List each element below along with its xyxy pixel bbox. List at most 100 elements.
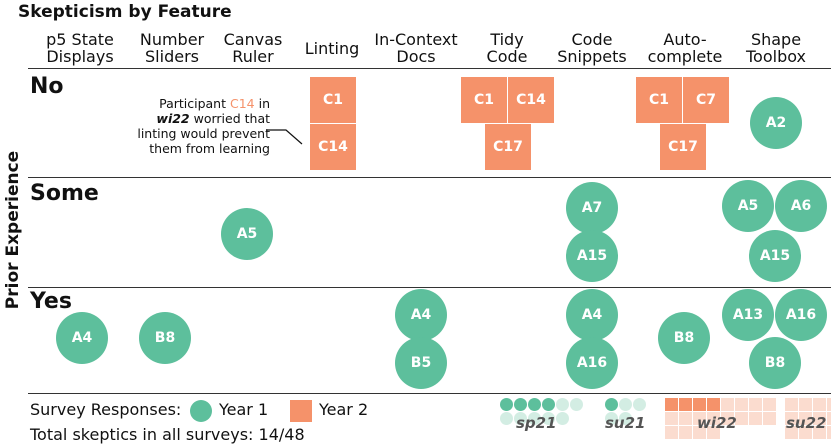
column-header-linting: Linting: [304, 39, 360, 58]
participant-circle: B8: [749, 337, 801, 389]
annotation-note: Participant C14 in wi22 worried that lin…: [137, 96, 270, 156]
survey-response-square: [679, 398, 692, 411]
participant-circle: A13: [722, 289, 774, 341]
survey-response-square: [827, 426, 831, 439]
survey-response-dot: [605, 412, 618, 425]
survey-response-square: [827, 398, 831, 411]
survey-response-dot: [556, 398, 569, 411]
participant-square: C7: [683, 77, 729, 123]
participant-circle: A6: [775, 180, 827, 232]
legend-year2-label: Year 2: [319, 400, 369, 419]
participant-circle: B8: [139, 312, 191, 364]
survey-response-dot: [514, 412, 527, 425]
participant-square: C1: [461, 77, 507, 123]
survey-response-dot: [542, 398, 555, 411]
participant-square: C17: [485, 124, 531, 170]
total-skeptics: Total skeptics in all surveys: 14/48: [30, 425, 305, 444]
legend-year1-swatch: [190, 400, 212, 422]
survey-response-square: [693, 426, 706, 439]
survey-response-square: [679, 426, 692, 439]
survey-response-square: [735, 398, 748, 411]
survey-response-square: [785, 398, 798, 411]
term-label-sp21: sp21: [516, 414, 557, 432]
participant-circle: A15: [566, 230, 618, 282]
row-divider: [28, 393, 831, 394]
participant-square: C14: [508, 77, 554, 123]
y-axis-label: Prior Experience: [3, 150, 23, 310]
participant-square: C14: [310, 124, 356, 170]
survey-response-square: [785, 412, 798, 425]
survey-response-square: [665, 426, 678, 439]
participant-square: C17: [660, 124, 706, 170]
survey-response-square: [721, 412, 734, 425]
survey-response-square: [763, 412, 776, 425]
survey-response-dot: [633, 398, 646, 411]
survey-response-dot: [542, 412, 555, 425]
row-label-no: No: [30, 74, 64, 99]
survey-response-square: [693, 398, 706, 411]
participant-circle: A15: [749, 230, 801, 282]
survey-response-square: [665, 398, 678, 411]
participant-circle: B8: [658, 312, 710, 364]
row-divider: [28, 68, 831, 69]
term-label-wi22: wi22: [697, 414, 737, 432]
survey-response-dot: [556, 412, 569, 425]
survey-response-square: [763, 398, 776, 411]
survey-response-square: [749, 412, 762, 425]
participant-circle: A2: [750, 97, 802, 149]
column-header-autocomplete: Auto-complete: [647, 30, 723, 66]
row-label-yes: Yes: [30, 289, 72, 314]
survey-response-dot: [500, 398, 513, 411]
legend-year1-label: Year 1: [219, 400, 269, 419]
annotation-leader-line: [266, 129, 303, 145]
survey-response-square: [707, 426, 720, 439]
survey-response-dot: [514, 398, 527, 411]
survey-response-square: [693, 412, 706, 425]
survey-response-square: [799, 426, 812, 439]
participant-square: C1: [636, 77, 682, 123]
participant-circle: A4: [566, 289, 618, 341]
survey-response-square: [707, 412, 720, 425]
participant-circle: A16: [566, 337, 618, 389]
survey-response-square: [749, 398, 762, 411]
row-divider: [28, 177, 831, 178]
participant-circle: A16: [775, 289, 827, 341]
row-label-some: Some: [30, 181, 99, 206]
survey-response-square: [735, 412, 748, 425]
survey-response-square: [721, 398, 734, 411]
survey-response-square: [707, 398, 720, 411]
survey-response-square: [813, 426, 826, 439]
participant-circle: A5: [221, 208, 273, 260]
survey-response-square: [799, 398, 812, 411]
legend-label: Survey Responses:: [30, 400, 182, 419]
survey-response-dot: [528, 398, 541, 411]
term-label-su21: su21: [605, 414, 646, 432]
participant-square: C1: [310, 77, 356, 123]
participant-circle: A4: [56, 312, 108, 364]
legend-year2-swatch: [290, 400, 312, 422]
survey-response-dot: [619, 412, 632, 425]
participant-circle: A5: [722, 180, 774, 232]
survey-response-square: [813, 398, 826, 411]
row-divider: [28, 287, 831, 288]
participant-circle: A7: [566, 182, 618, 234]
chart-title: Skepticism by Feature: [18, 2, 232, 22]
survey-response-dot: [570, 398, 583, 411]
survey-response-square: [827, 412, 831, 425]
survey-response-square: [665, 412, 678, 425]
survey-response-square: [679, 412, 692, 425]
survey-response-dot: [528, 412, 541, 425]
survey-response-square: [799, 412, 812, 425]
participant-circle: B5: [395, 337, 447, 389]
participant-circle: A4: [395, 289, 447, 341]
survey-response-dot: [500, 412, 513, 425]
survey-response-dot: [619, 398, 632, 411]
survey-response-square: [785, 426, 798, 439]
